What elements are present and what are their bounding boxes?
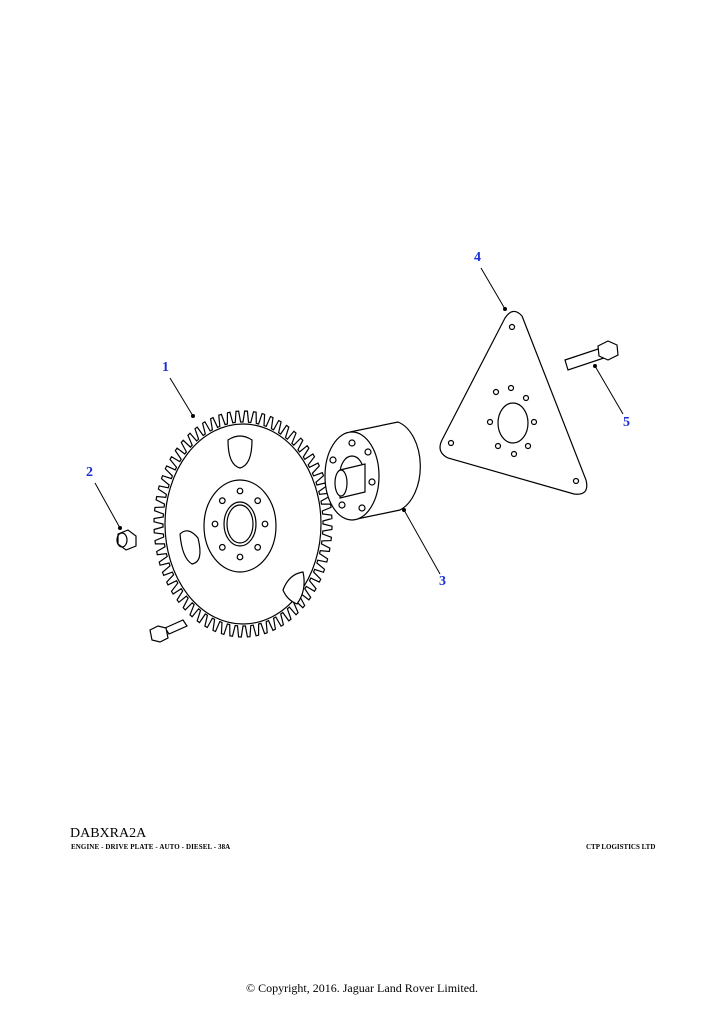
- gear-bolt-hole: [261, 520, 269, 528]
- gear-bolt-hole: [236, 553, 244, 561]
- gear-bolt-hole: [254, 497, 262, 505]
- gear-bolt: [149, 619, 188, 643]
- diagram-code: DABXRA2A: [70, 826, 147, 841]
- callout-4[interactable]: 4: [474, 250, 481, 265]
- gear-bolt-hole: [218, 543, 226, 551]
- gear-bolt-hole: [218, 497, 226, 505]
- gear-bolt-hole: [236, 487, 244, 495]
- diagram-title: ENGINE - DRIVE PLATE - AUTO - DIESEL - 3…: [71, 843, 231, 851]
- flex-plate-part-4: [439, 310, 588, 495]
- spacer-part-2: [116, 529, 137, 551]
- copyright-notice: © Copyright, 2016. Jaguar Land Rover Lim…: [245, 981, 479, 995]
- callout-5[interactable]: 5: [623, 415, 630, 430]
- callout-3[interactable]: 3: [439, 574, 446, 589]
- gear-bolt-hole: [211, 520, 219, 528]
- drive-gear-part-1: [153, 410, 333, 638]
- leader-lines: [94, 267, 624, 575]
- callout-1[interactable]: 1: [162, 360, 169, 375]
- company-name: CTP LOGISTICS LTD: [586, 843, 656, 851]
- adaptor-part-3: [324, 421, 421, 521]
- callout-2[interactable]: 2: [86, 465, 93, 480]
- gear-bolt-hole: [254, 543, 262, 551]
- bolt-part-5: [564, 340, 619, 371]
